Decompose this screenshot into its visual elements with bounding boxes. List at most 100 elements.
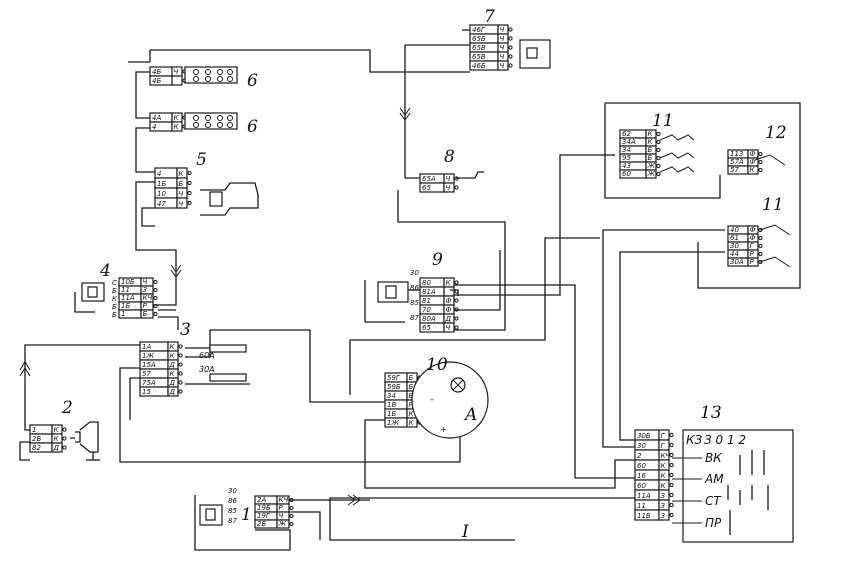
wire-color: Ч xyxy=(179,200,184,208)
wire-color: К xyxy=(174,114,180,122)
wire-color: Ж xyxy=(647,170,656,178)
block-cell xyxy=(497,60,509,71)
relay-9-pin-mark: 87 xyxy=(410,314,419,322)
label-1: 1 xyxy=(241,505,252,525)
terminal-dot xyxy=(669,462,674,468)
terminal-dot xyxy=(669,472,674,478)
wire-color: Ф xyxy=(750,226,756,234)
wire-code: 2 xyxy=(637,452,642,460)
gen-plus: + xyxy=(440,425,447,434)
wire-color: З xyxy=(143,286,148,294)
label-6a: 6 xyxy=(247,71,258,91)
wire-color: Ф xyxy=(446,297,452,305)
terminal-dot xyxy=(656,171,661,177)
wire-color: Ч xyxy=(500,35,505,43)
wire-code: 2А xyxy=(257,496,266,504)
wire-code: 59Г xyxy=(387,374,401,382)
label-7: 7 xyxy=(484,7,495,27)
block-cell xyxy=(176,197,188,209)
wire-code: 75А xyxy=(142,379,156,387)
block-cell xyxy=(747,257,759,267)
wire-color: Р xyxy=(750,250,755,258)
relay-1-pin-mark: 30 xyxy=(228,487,237,495)
wire-code: 1 xyxy=(121,310,125,318)
terminal-dot xyxy=(508,63,513,68)
terminal-dot xyxy=(153,311,158,317)
wire-code: 11А xyxy=(637,492,651,500)
wire-code: 4Б xyxy=(152,68,161,76)
block-cell xyxy=(406,417,418,428)
wire-code: 4А xyxy=(152,114,161,122)
terminal-dot xyxy=(758,227,763,233)
wire-color: К xyxy=(648,130,654,138)
label-11b: 11 xyxy=(762,195,784,215)
terminal-dot xyxy=(669,492,674,498)
switch-row-label: ВК xyxy=(705,451,722,465)
wire-code: 19Г xyxy=(257,512,271,520)
wire-code: 70 xyxy=(422,306,431,314)
wire-color: К xyxy=(661,482,667,490)
wire-color: К xyxy=(409,410,415,418)
wire-color: Б xyxy=(409,374,414,382)
wire-color: З xyxy=(661,492,666,500)
block-cell xyxy=(171,121,183,132)
wire-color: Г xyxy=(661,442,666,450)
terminal-dot xyxy=(289,505,294,511)
terminal-dot xyxy=(508,54,513,59)
wire-color: Д xyxy=(169,361,176,369)
terminal-dot xyxy=(153,303,158,309)
wire-code: 1Б xyxy=(121,302,130,310)
relay-4-pin-mark: Б xyxy=(112,311,117,319)
wire-arrows xyxy=(19,107,411,506)
block-cell xyxy=(140,309,154,319)
wire-color: К xyxy=(661,462,667,470)
wire-code: 81А xyxy=(422,288,436,296)
label-13: 13 xyxy=(700,403,722,423)
label-9: 9 xyxy=(432,250,443,270)
wire-code: 80А xyxy=(422,315,436,323)
wire-color: Р xyxy=(409,401,414,409)
wire-color: Г xyxy=(661,432,666,440)
terminal-dot xyxy=(178,380,183,385)
wire-color: К xyxy=(170,343,176,351)
relay-4-pin-mark: Б xyxy=(112,287,117,295)
block-cell xyxy=(645,169,657,179)
wire-code: 65А xyxy=(422,175,436,183)
wire-code: 11З xyxy=(730,150,744,158)
wire-color: Г xyxy=(750,242,755,250)
wire-code: 30 xyxy=(730,242,739,250)
wire-color: Ч xyxy=(446,175,451,183)
terminal-dot xyxy=(187,200,192,206)
terminal-dot xyxy=(669,482,674,488)
wire-code: 43 xyxy=(622,162,631,170)
relay-4-pin-mark: Б xyxy=(112,303,117,311)
wire-code: 4 xyxy=(157,170,161,178)
terminal-dot xyxy=(178,353,183,358)
wire-color: Ч xyxy=(500,62,505,70)
wire-code: 11Б xyxy=(637,512,651,520)
block-cell xyxy=(443,286,455,297)
terminal-dot xyxy=(508,36,513,41)
fuse-30a-label: 30А xyxy=(199,365,215,374)
label-8: 8 xyxy=(444,147,455,167)
wire-color: К xyxy=(446,279,452,287)
terminal-dot xyxy=(62,436,67,441)
wire-code: 65Б xyxy=(472,35,486,43)
wire-color: Ч xyxy=(500,53,505,61)
wire-code: 10 xyxy=(157,190,166,198)
terminal-dot xyxy=(178,344,183,349)
terminal-dot xyxy=(454,316,459,321)
terminal-dot xyxy=(153,295,158,301)
switch-header: З 0 1 2 xyxy=(704,433,746,447)
block-cell xyxy=(658,509,670,521)
terminal-dot xyxy=(187,180,192,186)
terminal-dot xyxy=(758,243,763,249)
switch-row-label: ПР xyxy=(705,516,722,530)
